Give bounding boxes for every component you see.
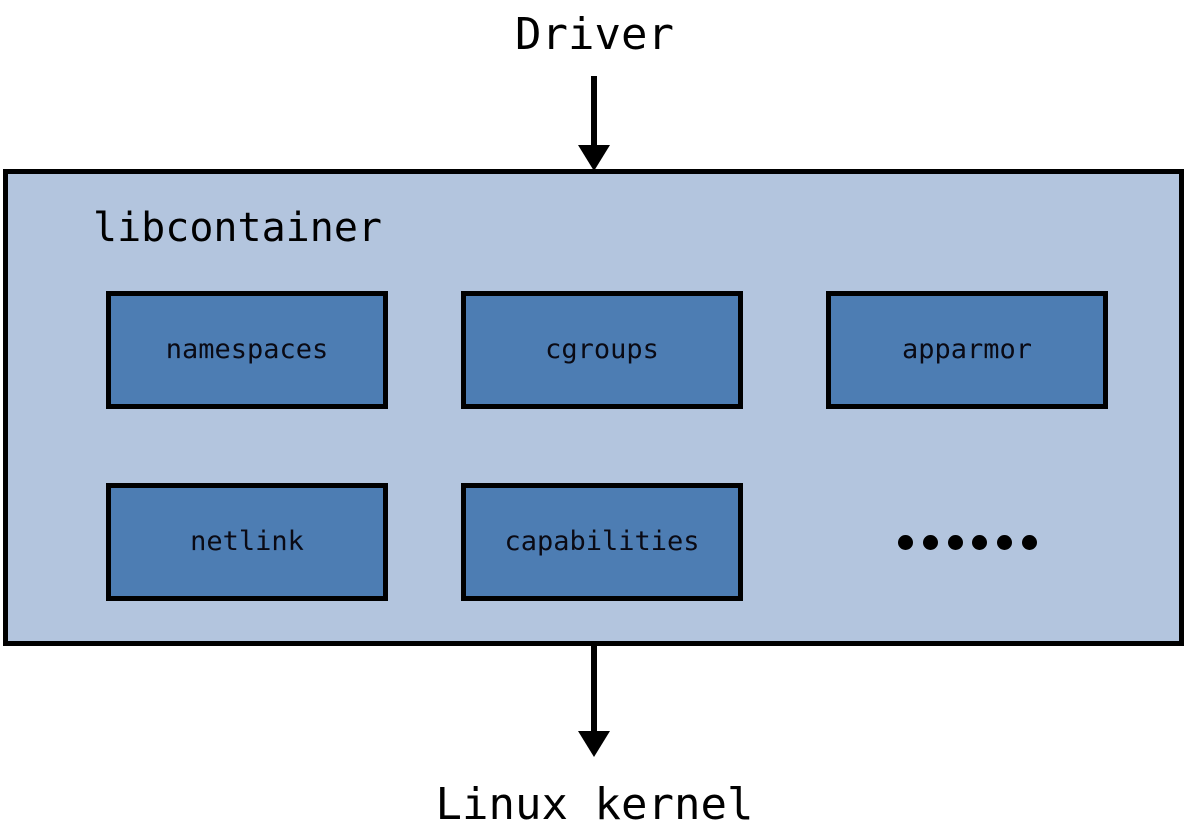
libcontainer-label: libcontainer (93, 205, 382, 251)
module-box-namespaces: namespaces (106, 291, 388, 409)
ellipsis-dot (897, 534, 913, 550)
arrow-shaft (591, 76, 597, 146)
ellipsis-dot (996, 534, 1012, 550)
module-box-capabilities: capabilities (461, 483, 743, 601)
ellipsis-dot (947, 534, 963, 550)
ellipsis-dot (971, 534, 987, 550)
more-modules-ellipsis-icon (826, 483, 1108, 601)
arrow-head (578, 145, 610, 171)
module-label: namespaces (165, 334, 329, 365)
module-box-netlink: netlink (106, 483, 388, 601)
driver-to-libcontainer-arrow-icon (578, 76, 610, 171)
module-box-apparmor: apparmor (826, 291, 1108, 409)
module-label: apparmor (901, 334, 1033, 365)
ellipsis-dot (922, 534, 938, 550)
module-label: cgroups (545, 334, 659, 365)
arrow-head (578, 731, 610, 757)
libcontainer-container: libcontainer namespaces cgroups apparmor… (3, 169, 1184, 646)
ellipsis-dot (1021, 534, 1037, 550)
arrow-shaft (591, 645, 597, 732)
module-label: netlink (190, 526, 304, 557)
module-box-cgroups: cgroups (461, 291, 743, 409)
module-label: capabilities (504, 526, 700, 557)
ellipsis-dot-group (897, 534, 963, 550)
ellipsis-dot-group (971, 534, 1037, 550)
linux-kernel-label: Linux kernel (435, 779, 754, 830)
driver-label: Driver (515, 9, 674, 60)
libcontainer-to-kernel-arrow-icon (578, 645, 610, 757)
